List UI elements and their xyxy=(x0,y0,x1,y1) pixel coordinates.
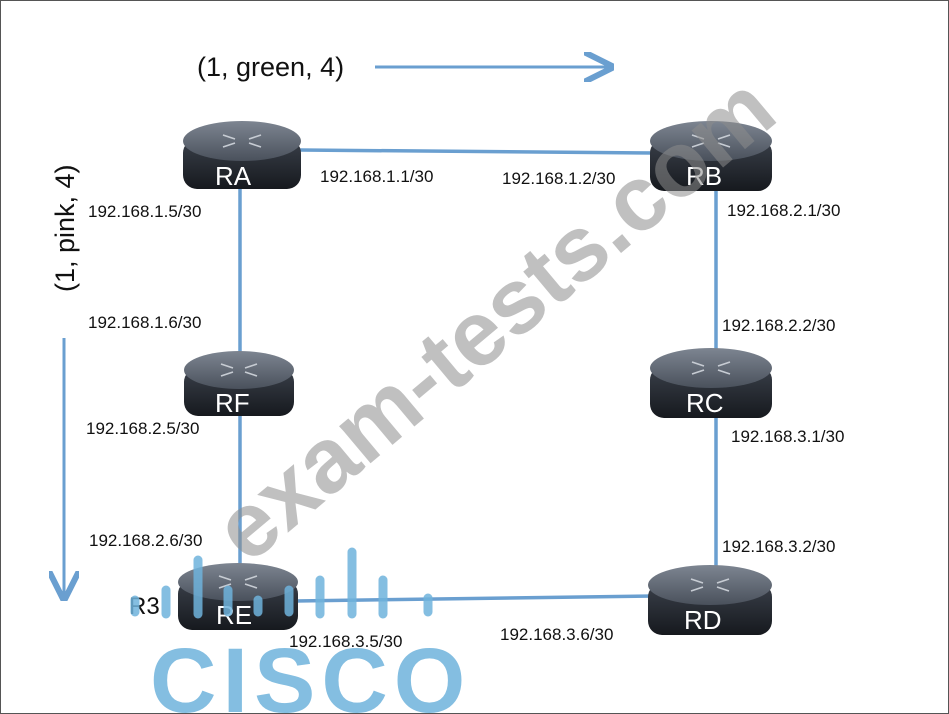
cisco-wordmark: CISCO xyxy=(150,630,471,714)
cisco-logo xyxy=(130,547,433,619)
router-arrows-icon xyxy=(222,134,262,148)
ip-ra-rb-b: 192.168.1.2/30 xyxy=(502,169,615,188)
router-arrows-icon xyxy=(218,575,258,589)
ip-rc-rd-b: 192.168.3.2/30 xyxy=(722,537,835,556)
ip-rf-re-a: 192.168.2.5/30 xyxy=(86,419,199,438)
router-arrows-icon xyxy=(220,363,258,377)
router-rd-label: RD xyxy=(684,605,722,635)
router-rf[interactable]: RF xyxy=(184,351,294,418)
ip-ra-rf-a: 192.168.1.5/30 xyxy=(88,202,201,221)
link-ra-rb xyxy=(299,148,656,155)
router-rf-label: RF xyxy=(215,388,250,418)
router-rc-label: RC xyxy=(686,388,724,418)
router-arrows-icon xyxy=(690,578,730,592)
flow-label-left: (1, pink, 4) xyxy=(50,164,80,292)
router-rb[interactable]: RB xyxy=(650,121,772,191)
router-rb-label: RB xyxy=(686,161,722,191)
ip-re-rd-b: 192.168.3.6/30 xyxy=(500,625,613,644)
ip-ra-rf-b: 192.168.1.6/30 xyxy=(88,313,201,332)
router-rd[interactable]: RD xyxy=(648,565,772,635)
router-rc[interactable]: RC xyxy=(650,348,772,418)
router-ra-label: RA xyxy=(215,161,252,191)
ip-rc-rd-a: 192.168.3.1/30 xyxy=(731,427,844,446)
router-ra[interactable]: RA xyxy=(183,121,301,191)
ip-rf-re-b: 192.168.2.6/30 xyxy=(89,531,202,550)
ip-rb-rc-b: 192.168.2.2/30 xyxy=(722,316,835,335)
ip-rb-rc-a: 192.168.2.1/30 xyxy=(727,201,840,220)
flow-label-top: (1, green, 4) xyxy=(197,52,344,82)
router-re-label: RE xyxy=(216,600,252,630)
ip-ra-rb-a: 192.168.1.1/30 xyxy=(320,167,433,186)
router-arrows-icon xyxy=(691,361,731,375)
router-re[interactable]: RE xyxy=(178,563,298,630)
ip-re-rd-a: 192.168.3.5/30 xyxy=(289,632,402,651)
router-arrows-icon xyxy=(691,134,731,148)
